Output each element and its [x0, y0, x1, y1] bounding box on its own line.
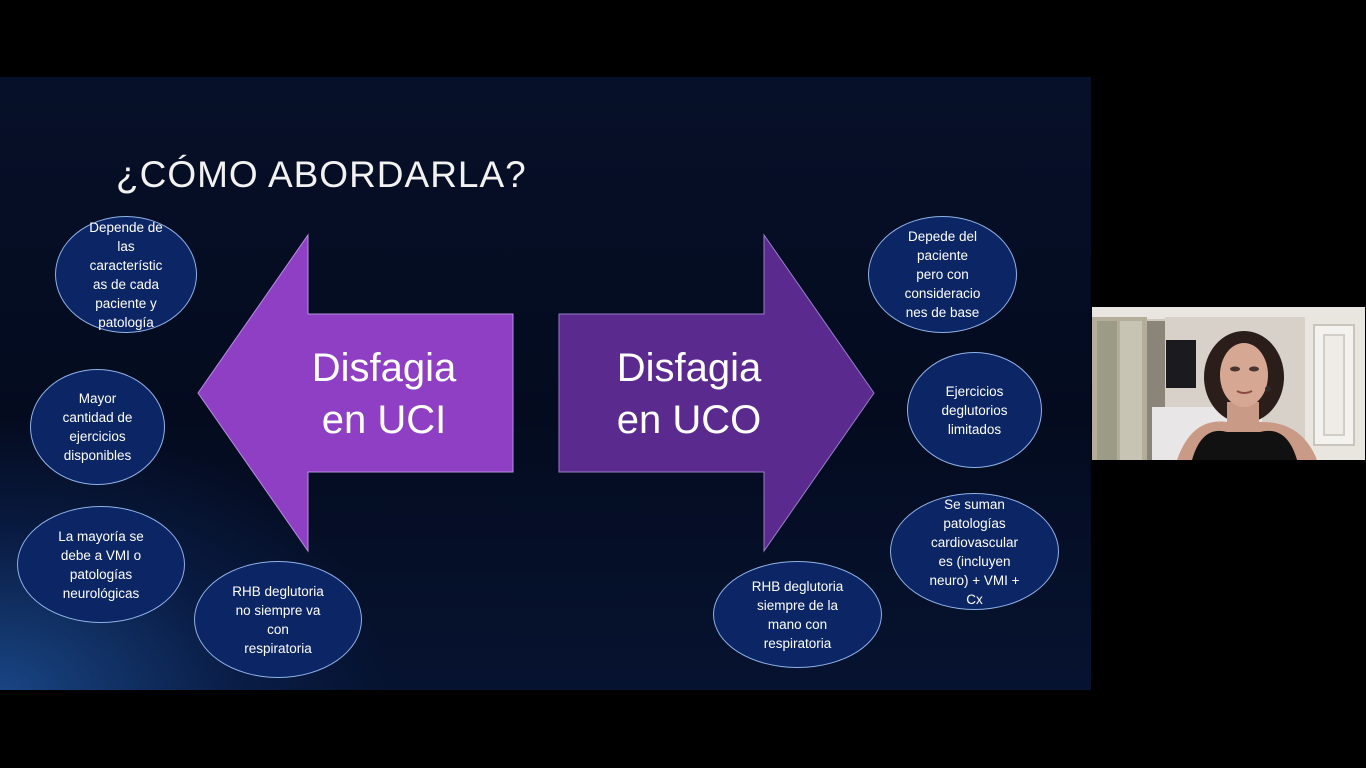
- oval-text-line: patologías: [943, 515, 1006, 531]
- arrows-graphic: [197, 233, 875, 553]
- right-oval-3: Se suman patologías cardiovascular es (i…: [890, 493, 1059, 610]
- oval-text-line: cantidad de: [62, 410, 133, 425]
- left-arrow-line: Disfagia: [311, 346, 457, 390]
- oval-text-line: característic: [89, 257, 163, 273]
- oval-text-line: RHB deglutoria: [751, 578, 844, 594]
- presentation-slide: ¿CÓMO ABORDARLA? Disfagia en UCI Disfagi…: [0, 77, 1091, 690]
- right-oval-4: RHB deglutoria siempre de la mano con re…: [713, 561, 882, 668]
- oval-text-line: neurológicas: [62, 585, 140, 601]
- oval-text-line: RHB deglutoria: [232, 583, 324, 599]
- oval-text-line: debe a VMI o: [60, 547, 142, 563]
- oval-text-line: siempre de la: [756, 597, 839, 613]
- oval-text-line: nes de base: [905, 305, 980, 320]
- left-oval-3: La mayoría se debe a VMI o patologías ne…: [17, 506, 185, 623]
- participant-video-icon: [1092, 307, 1365, 460]
- oval-text-line: neuro) + VMI +: [929, 572, 1020, 588]
- oval-text-line: respiratoria: [763, 635, 832, 651]
- oval-text-line: no siempre va: [235, 602, 321, 618]
- oval-text-line: Depende de: [89, 219, 163, 235]
- oval-text-line: paciente y: [95, 295, 157, 311]
- left-oval-4: RHB deglutoria no siempre va con respira…: [194, 561, 362, 678]
- oval-text-line: las: [117, 238, 135, 254]
- oval-text-line: consideracio: [904, 286, 981, 301]
- oval-text-line: Se suman: [944, 496, 1005, 512]
- right-oval-1: Depede del paciente pero con consideraci…: [868, 216, 1017, 333]
- right-arrow-line: en UCO: [616, 398, 762, 442]
- oval-text-line: Ejercicios: [945, 383, 1004, 399]
- oval-text-line: patología: [98, 314, 154, 330]
- left-oval-1: Depende de las característic as de cada …: [55, 216, 197, 333]
- oval-text-line: deglutorios: [941, 402, 1008, 418]
- oval-text-line: respiratoria: [244, 640, 312, 656]
- oval-text-line: patologías: [69, 566, 133, 582]
- right-arrow-label: Disfagia en UCO: [603, 342, 775, 446]
- oval-text-line: Depede del: [907, 229, 978, 244]
- right-arrow-shape: [558, 233, 875, 553]
- oval-text-line: pero con: [916, 267, 969, 282]
- oval-text-line: con: [267, 621, 289, 637]
- oval-text-line: La mayoría se: [58, 528, 144, 544]
- left-arrow-line: en UCI: [321, 398, 447, 442]
- oval-text-line: cardiovascular: [930, 534, 1019, 550]
- oval-text-line: mano con: [767, 616, 828, 632]
- oval-text-line: limitados: [947, 421, 1002, 437]
- oval-text-line: es (incluyen: [938, 553, 1011, 569]
- right-arrow-line: Disfagia: [616, 346, 762, 390]
- oval-text-line: Mayor: [78, 391, 117, 406]
- slide-title: ¿CÓMO ABORDARLA?: [116, 154, 527, 195]
- left-oval-2: Mayor cantidad de ejercicios disponibles: [30, 369, 165, 485]
- participant-video-thumbnail[interactable]: [1092, 307, 1365, 460]
- oval-text-line: paciente: [916, 248, 969, 263]
- left-arrow-shape: [197, 233, 514, 553]
- oval-text-line: as de cada: [92, 276, 160, 292]
- left-arrow-label: Disfagia en UCI: [300, 342, 468, 446]
- oval-text-line: Cx: [966, 591, 983, 607]
- oval-text-line: ejercicios: [69, 429, 126, 444]
- oval-text-line: disponibles: [63, 448, 132, 463]
- right-oval-2: Ejercicios deglutorios limitados: [907, 352, 1042, 468]
